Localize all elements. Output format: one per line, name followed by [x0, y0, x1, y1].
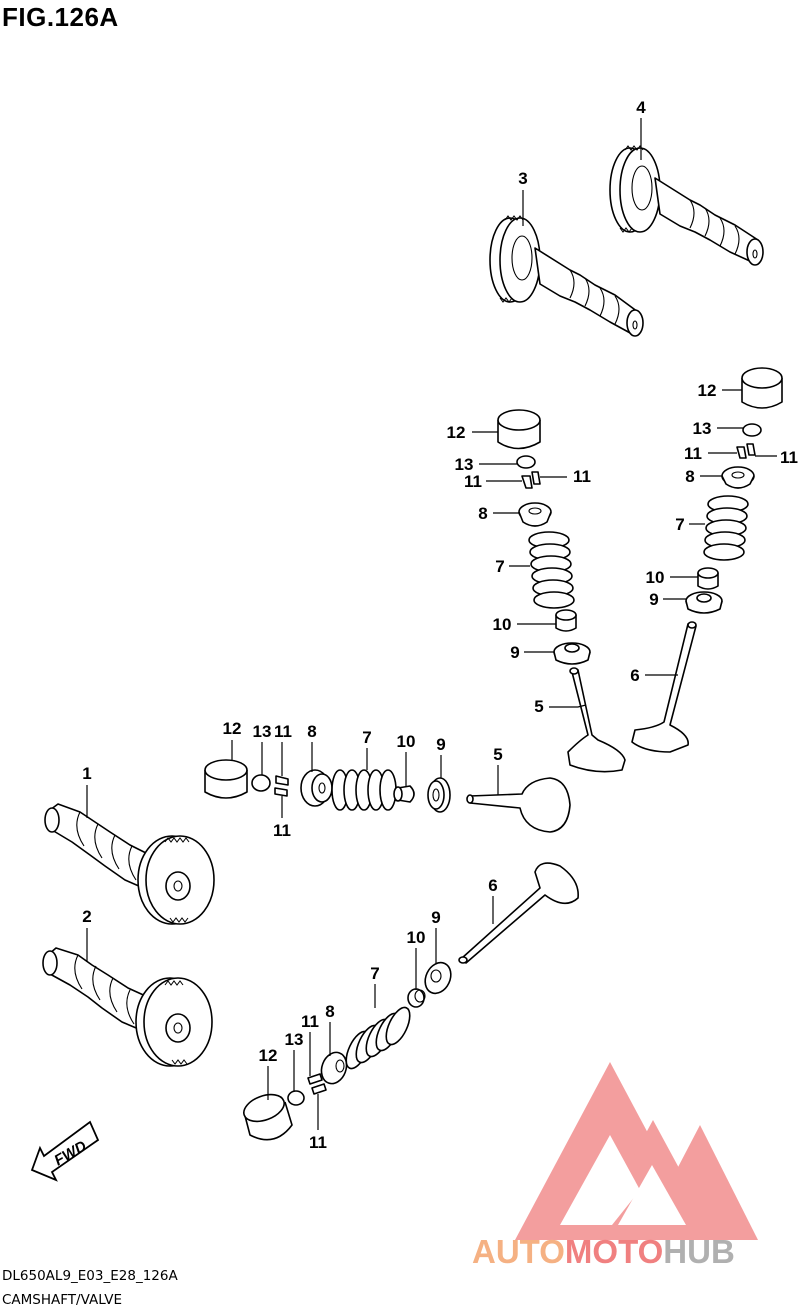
- callout-l-7: 7: [370, 964, 379, 983]
- callout-m-13: 13: [253, 722, 272, 741]
- callout-m-11a: 11: [274, 722, 292, 741]
- callout-l-6: 6: [488, 876, 497, 895]
- camshaft-1: [44, 803, 215, 925]
- watermark-text-moto: MOTO: [565, 1233, 663, 1270]
- callout-l-13: 13: [285, 1030, 304, 1049]
- watermark-logo: [515, 1062, 758, 1240]
- callout-l-10: 10: [407, 928, 426, 947]
- callout-4: 4: [636, 98, 646, 117]
- callout-ra-11b: 11: [573, 467, 591, 486]
- watermark-text: AUTOMOTOHUB: [472, 1233, 735, 1270]
- callout-m-7: 7: [362, 728, 371, 747]
- figure-title: FIG.126A: [2, 2, 119, 32]
- callout-ra-9: 9: [510, 643, 519, 662]
- callout-ra-12: 12: [447, 423, 466, 442]
- callout-rb-13: 13: [693, 419, 712, 438]
- camshaft-3: [489, 215, 644, 337]
- valve-assembly-right-b: [631, 367, 783, 753]
- callout-3: 3: [518, 169, 527, 188]
- diagram-code: DL650AL9_E03_E28_126A: [2, 1268, 178, 1284]
- valve-assembly-lower: [243, 862, 579, 1141]
- callout-rb-8: 8: [685, 467, 694, 486]
- callout-rb-11b: 11: [780, 448, 798, 467]
- callout-rb-11a: 11: [684, 444, 702, 463]
- callout-l-12: 12: [259, 1046, 278, 1065]
- camshaft-2: [42, 947, 213, 1067]
- callout-rb-12: 12: [698, 381, 717, 400]
- watermark-text-hub: HUB: [663, 1233, 735, 1270]
- watermark-text-auto: AUTO: [472, 1233, 565, 1270]
- callout-rb-6: 6: [630, 666, 639, 685]
- callout-m-10: 10: [397, 732, 416, 751]
- callout-l-9: 9: [431, 908, 440, 927]
- callout-m-8: 8: [307, 722, 316, 741]
- callout-ra-10: 10: [493, 615, 512, 634]
- callout-2: 2: [82, 907, 91, 926]
- callout-l-8: 8: [325, 1002, 334, 1021]
- callout-ra-5: 5: [534, 697, 543, 716]
- leader-lines: [86, 118, 777, 1130]
- callout-ra-8: 8: [478, 504, 487, 523]
- valve-assembly-middle: [204, 759, 571, 833]
- callout-rb-7: 7: [675, 515, 684, 534]
- callout-ra-11a: 11: [464, 472, 482, 491]
- callout-1: 1: [82, 764, 91, 783]
- diagram-section-name: CAMSHAFT/VALVE: [2, 1292, 122, 1308]
- callout-m-9: 9: [436, 735, 445, 754]
- callout-labels: 4 3 1 2 12 13 11 11 8 7 10 9 5 12 13 11 …: [82, 98, 798, 1152]
- callout-rb-9: 9: [649, 590, 658, 609]
- callout-m-12: 12: [223, 719, 242, 738]
- valve-assembly-right-a: [497, 409, 626, 773]
- callout-ra-13: 13: [455, 455, 474, 474]
- callout-ra-7: 7: [495, 557, 504, 576]
- callout-m-5: 5: [493, 745, 502, 764]
- callout-m-11b: 11: [273, 821, 291, 840]
- callout-l-11b: 11: [309, 1133, 327, 1152]
- fwd-direction-badge: FWD: [30, 1120, 100, 1182]
- callout-rb-10: 10: [646, 568, 665, 587]
- callout-l-11a: 11: [301, 1012, 319, 1031]
- camshaft-4: [609, 145, 764, 266]
